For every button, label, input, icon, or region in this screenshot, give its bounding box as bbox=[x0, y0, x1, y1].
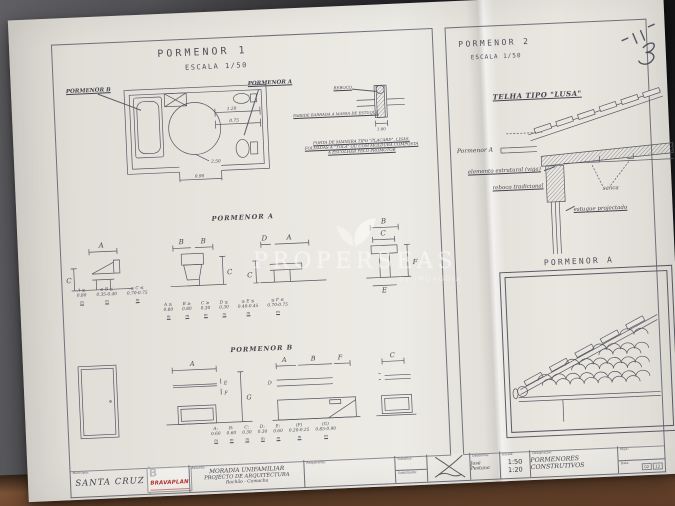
title-block-cell-requerente: Requerente: bbox=[303, 456, 396, 488]
logo-b-monogram: B bbox=[148, 466, 158, 480]
dim-cell: C ≥ 0.30 m bbox=[200, 301, 211, 317]
d3-letter-c: C bbox=[247, 271, 253, 279]
dim-cell: A ≥ 0.80 m bbox=[76, 288, 87, 305]
panel2-scale: ESCALA 1/50 bbox=[470, 52, 522, 62]
assunto-line3: Rochão - Camacha bbox=[225, 478, 269, 486]
dim-cell: E: 0.60 m bbox=[273, 424, 283, 440]
title-block-cell-municipio: Município: SANTA CRUZ bbox=[70, 467, 149, 497]
title-block-cell-assunto: Assunto: MORADIA UNIFAMILIAR PROJECTO DE… bbox=[188, 460, 305, 493]
b3-letter-d: D bbox=[267, 380, 272, 386]
plan-label-pormenor-b: PORMENOR B bbox=[65, 87, 111, 96]
eave-section-drawing bbox=[500, 87, 674, 254]
dim-cell: ≤ F ≤ 0.70-0.75 m bbox=[267, 297, 289, 314]
d2-letter-b2: B bbox=[199, 237, 205, 245]
title-block-cell-escala: Escala: 1:50 1:20 bbox=[499, 450, 531, 479]
section-b-diagrams: A E F G A B F D bbox=[77, 351, 417, 440]
dim-cell: (G) 0.85-0.90 m bbox=[315, 421, 337, 438]
designacao-value: PORMENORES CONSTRUTIVOS bbox=[530, 454, 585, 471]
pen-strokes bbox=[621, 23, 655, 65]
panel-pormenor-2: PORMENOR 2 ESCALA 1/50 TELHA TIPO "LUSA" bbox=[444, 18, 675, 456]
roof-label-sanca: sanca bbox=[602, 185, 619, 192]
requerente-label: Requerente: bbox=[306, 460, 326, 465]
dim-cell: ≤ C ≤ 0.70-0.75 m bbox=[126, 285, 148, 302]
d4-letter-b: B bbox=[380, 217, 386, 225]
data-label: Data: bbox=[620, 460, 630, 465]
jamb-dim: 1.00 bbox=[377, 126, 387, 131]
d2-letter-c: C bbox=[227, 268, 233, 276]
drawing-sheet: PORMENOR 1 ESCALA 1/50 1.20 bbox=[7, 0, 675, 503]
dim-cell: ≤ E ≤ 0.40-0.45 m bbox=[237, 299, 259, 316]
plan-dim-1: 1.20 bbox=[227, 107, 237, 112]
title-block-cell-desenhou: Desenhou: José Pestana bbox=[469, 451, 501, 480]
peca-label: Peça: bbox=[619, 446, 629, 452]
b3-letter-a: A bbox=[281, 356, 287, 364]
title-block-cell-logo: B BRAVAPLAN bbox=[146, 465, 193, 494]
section-a-table1: A ≥ 0.80 m ≤ B ≤ 0.35-0.40 m ≤ C ≤ 0.70-… bbox=[77, 286, 148, 305]
jamb-detail-drawing: 1.00 bbox=[356, 84, 405, 132]
dim-cell: D ≤ 0.30 m bbox=[219, 300, 229, 317]
jamb-label-reboco: REBOCO bbox=[333, 84, 353, 91]
panel1-title: PORMENOR 1 bbox=[157, 45, 248, 61]
municipio-value: SANTA CRUZ bbox=[75, 475, 145, 489]
title-block-cell-signature bbox=[426, 452, 471, 482]
b3-letter-b: B bbox=[310, 354, 316, 362]
substituido-label: Substituído: bbox=[397, 469, 418, 475]
d4-letter-e: E bbox=[381, 286, 387, 294]
substitui-label: Substitui: bbox=[397, 456, 413, 461]
logo-text: BRAVAPLAN bbox=[150, 479, 190, 487]
dim-cell: (F) 0.20-0.25 m bbox=[288, 423, 310, 440]
dim-cell: ≤ B ≤ 0.35-0.40 m bbox=[96, 287, 118, 304]
section-a-diagrams: A C B B C D A C bbox=[66, 217, 419, 294]
bathroom-plan-drawing: 1.20 0.75 2.50 0.90 bbox=[123, 83, 270, 183]
roof-tile-detail-box bbox=[499, 264, 675, 439]
d4-letter-c: C bbox=[380, 229, 386, 237]
date-boxes: 02 12 bbox=[641, 462, 664, 471]
panel-pormenor-1: PORMENOR 1 ESCALA 1/50 1.20 bbox=[50, 28, 452, 473]
dim-cell: C: 0.30 m bbox=[242, 425, 252, 442]
d1-letter-a: A bbox=[98, 242, 104, 250]
d1-letter-c: C bbox=[66, 277, 72, 285]
bravaplan-logo: B BRAVAPLAN bbox=[146, 465, 193, 493]
title-block-cell-substitui: Substitui: Substituído: bbox=[394, 454, 428, 484]
b4-letter-c: C bbox=[390, 351, 395, 359]
escala-value-2: 1:20 bbox=[507, 465, 523, 475]
dim-cell: B: 0.60 m bbox=[226, 426, 237, 442]
d4-letter-f: F bbox=[412, 258, 419, 266]
dim-cell: D: 0.30 m bbox=[257, 424, 268, 441]
dim-cell: A ≥ 0.80 m bbox=[163, 302, 174, 319]
dim-cell: B ≥ 0.80 m bbox=[182, 301, 192, 318]
plan-dim-2: 0.75 bbox=[229, 119, 239, 124]
b2-letter-f: F bbox=[223, 390, 228, 396]
b2-letter-e: E bbox=[223, 380, 228, 386]
plan-dim-3: 2.50 bbox=[210, 159, 221, 164]
d3-letter-d: D bbox=[260, 234, 267, 242]
panel2-title: PORMENOR 2 bbox=[458, 36, 531, 49]
b2-letter-a: A bbox=[189, 360, 195, 368]
jamb-note: PORTA DE MADEIRA TIPO "PLACARD", LISAS, … bbox=[302, 136, 421, 156]
plan-dim-4: 0.90 bbox=[195, 174, 205, 179]
desenhou-value: José Pestana bbox=[470, 460, 490, 472]
handwritten-page-mark bbox=[616, 16, 668, 72]
title-block-cell-peca-data: Peça: Data: 02 12 bbox=[616, 444, 666, 474]
date-box-month: 02 bbox=[641, 462, 652, 471]
logo-tagline-bar bbox=[150, 487, 190, 491]
title-block-cell-designacao: Designação: PORMENORES CONSTRUTIVOS bbox=[529, 446, 619, 478]
d3-letter-a: A bbox=[285, 233, 291, 241]
panel1-scale: ESCALA 1/50 bbox=[184, 61, 249, 72]
title-block: Município: SANTA CRUZ B BRAVAPLAN Assunt… bbox=[69, 444, 667, 499]
b3-letter-f: F bbox=[337, 353, 343, 361]
date-box-year: 12 bbox=[652, 462, 664, 470]
section-b-title: PORMENOR B bbox=[230, 343, 294, 355]
detail-a-title: PORMENOR A bbox=[543, 255, 615, 268]
dim-cell: A: 0.60 m bbox=[210, 426, 221, 443]
d2-letter-b1: B bbox=[177, 238, 183, 246]
signature-scribble bbox=[434, 454, 466, 478]
roof-tile-detail-drawing bbox=[512, 314, 661, 422]
b2-letter-g: G bbox=[246, 393, 252, 401]
